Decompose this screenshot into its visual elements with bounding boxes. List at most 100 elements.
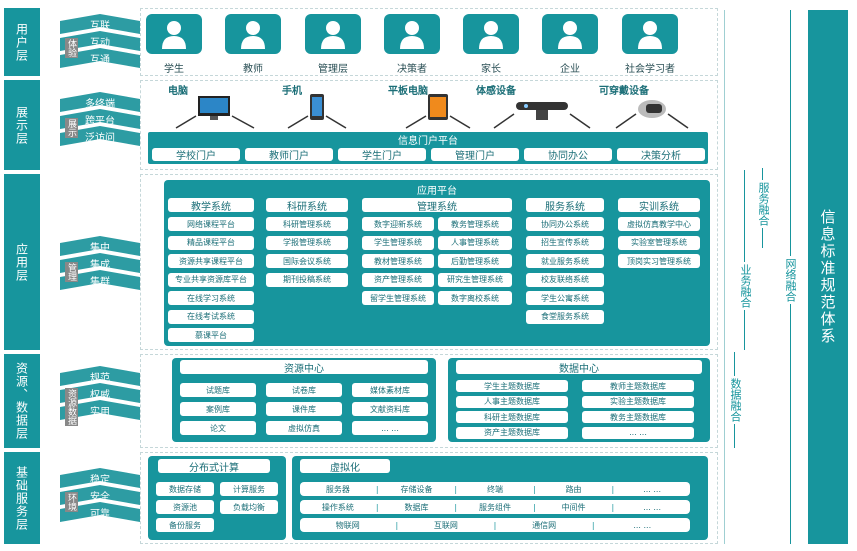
chevron: 规范 (60, 366, 140, 386)
portal-item: 管理门户 (431, 148, 519, 162)
user-tile (225, 14, 281, 54)
user-tile (622, 14, 678, 54)
chevron: 泛访问 (60, 126, 140, 146)
layer-infra-text: 基础服务层 (14, 465, 29, 531)
app-system-item: 食堂服务系统 (526, 309, 604, 324)
chevron: 可靠 (60, 502, 140, 522)
chevron: 实用 (60, 400, 140, 420)
app-system-item: 网络课程平台 (168, 217, 254, 231)
portal-item: 学生门户 (338, 148, 426, 162)
user-label: 家长 (481, 64, 501, 75)
display-panel (140, 80, 718, 170)
virtualization-title: 虚拟化 (300, 459, 390, 474)
layer-app-text: 应用层 (14, 242, 29, 282)
data-item: 学生主题数据库 (456, 380, 568, 392)
separator: | (591, 520, 595, 530)
resource-item: ... ... (352, 421, 428, 435)
app-system-item: 后勤管理系统 (438, 254, 512, 268)
resource-item: 论文 (180, 421, 256, 435)
data-item: 实验主题数据库 (582, 395, 694, 408)
person-icon (321, 21, 345, 49)
app-system-item: 国际会议系统 (266, 254, 348, 268)
arrow-app: 集中 集成 集群 (60, 236, 140, 290)
portal-item: 协同办公 (524, 148, 612, 162)
user-panel (140, 8, 718, 76)
app-platform-title: 应用平台 (417, 186, 457, 197)
app-system-item: 招生宣传系统 (526, 235, 604, 250)
virtualization-item: 服务组件 (479, 502, 512, 512)
app-system-item: 资产管理系统 (362, 272, 434, 287)
portal-item: 教师门户 (245, 148, 333, 162)
device-label: 手机 (282, 86, 302, 97)
chevron: 权威 (60, 383, 140, 403)
app-column-head: 科研系统 (266, 198, 348, 213)
phone-icon (310, 94, 324, 120)
resource-center-title: 资源中心 (180, 360, 428, 375)
resource-item: 试题库 (180, 383, 256, 397)
user-tile (384, 14, 440, 54)
device-label: 电脑 (168, 86, 188, 97)
distributed-title: 分布式计算 (158, 459, 270, 474)
distributed-item: 资源池 (156, 500, 214, 514)
app-system-item: 在线考试系统 (168, 309, 254, 324)
virtualization-item: 终端 (487, 484, 504, 494)
separator: | (532, 484, 536, 494)
chevron: 集群 (60, 270, 140, 290)
user-label: 企业 (560, 64, 580, 75)
app-system-item: 人事管理系统 (438, 235, 512, 250)
app-system-item: 精品课程平台 (168, 235, 254, 250)
resource-item: 文献资料库 (352, 402, 428, 416)
virtualization-item: ... ... (643, 484, 662, 494)
motion-sensor-icon (516, 102, 568, 120)
user-tile (542, 14, 598, 54)
chevron: 互联 (60, 14, 140, 34)
separator: | (493, 520, 497, 530)
data-item: 人事主题数据库 (456, 395, 568, 408)
arrow-user: 互联 互动 互通 (60, 14, 140, 68)
layer-display-label: 展示层 (4, 80, 40, 170)
data-item: ... ... (582, 426, 694, 439)
wearable-icon (638, 100, 666, 118)
app-system-item: 在线学习系统 (168, 291, 254, 305)
distributed-item: 计算服务 (220, 482, 278, 496)
app-system-item: 数字迎新系统 (362, 217, 434, 231)
app-column-head: 实训系统 (618, 198, 700, 213)
app-system-item: 研究生管理系统 (438, 272, 512, 287)
app-column-head: 教学系统 (168, 198, 254, 213)
virtualization-item: 通信网 (532, 520, 557, 530)
user-label: 学生 (164, 64, 184, 75)
layer-resource-label: 资源、数据层 (4, 354, 40, 448)
portal-item: 决策分析 (617, 148, 705, 162)
app-system-item: 实验室管理系统 (618, 235, 700, 250)
app-system-item: 就业服务系统 (526, 254, 604, 268)
chevron: 安全 (60, 485, 140, 505)
distributed-item: 备份服务 (156, 518, 214, 532)
app-system-item: 协同办公系统 (526, 217, 604, 231)
tablet-icon (428, 94, 448, 120)
layer-display-text: 展示层 (14, 105, 29, 145)
distributed-item: 负载均衡 (220, 500, 278, 514)
app-system-item: 顶岗实习管理系统 (618, 254, 700, 268)
arrow-side-app: 管理 (65, 262, 78, 282)
resource-item: 案例库 (180, 402, 256, 416)
person-icon (162, 21, 186, 49)
virtualization-item: ... ... (643, 502, 662, 512)
chevron: 稳定 (60, 468, 140, 488)
chevron: 跨平台 (60, 109, 140, 129)
portal-title: 信息门户平台 (398, 136, 458, 147)
distributed-item: 数据存储 (156, 482, 214, 496)
arrow-side-resource: 资源数据 (65, 388, 78, 426)
layer-resource-text: 资源、数据层 (14, 362, 29, 440)
data-item: 资产主题数据库 (456, 426, 568, 439)
layer-infra-label: 基础服务层 (4, 452, 40, 544)
arrow-resource: 规范 权威 实用 (60, 366, 140, 420)
virtualization-item: 物联网 (335, 520, 360, 530)
separator: | (395, 520, 399, 530)
data-center-title: 数据中心 (456, 360, 702, 375)
app-system-item: 教材管理系统 (362, 254, 434, 268)
app-system-item: 留学生管理系统 (362, 291, 434, 305)
app-system-item: 期刊投稿系统 (266, 272, 348, 287)
separator: | (375, 484, 379, 494)
computer-icon (198, 96, 230, 120)
device-icons (175, 94, 689, 129)
